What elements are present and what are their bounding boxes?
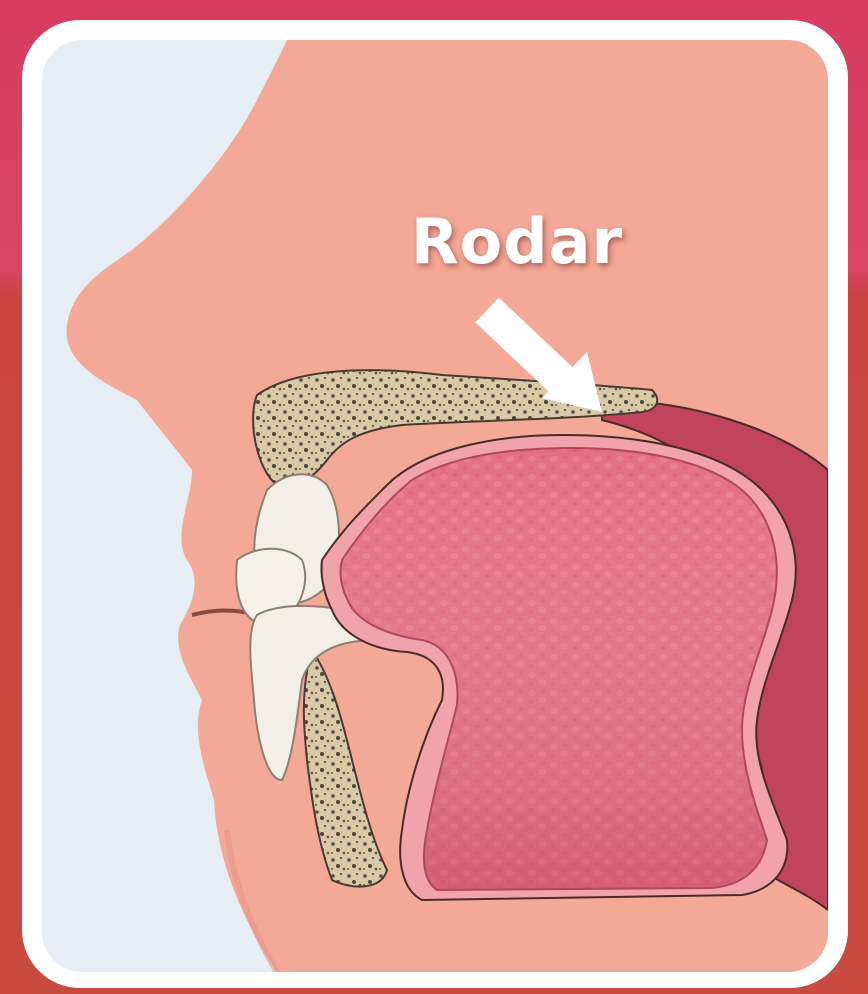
rodar-label: Rodar	[372, 205, 662, 278]
mouth-cross-section-illustration	[42, 40, 828, 972]
illustration-panel: Rodar	[42, 40, 828, 972]
